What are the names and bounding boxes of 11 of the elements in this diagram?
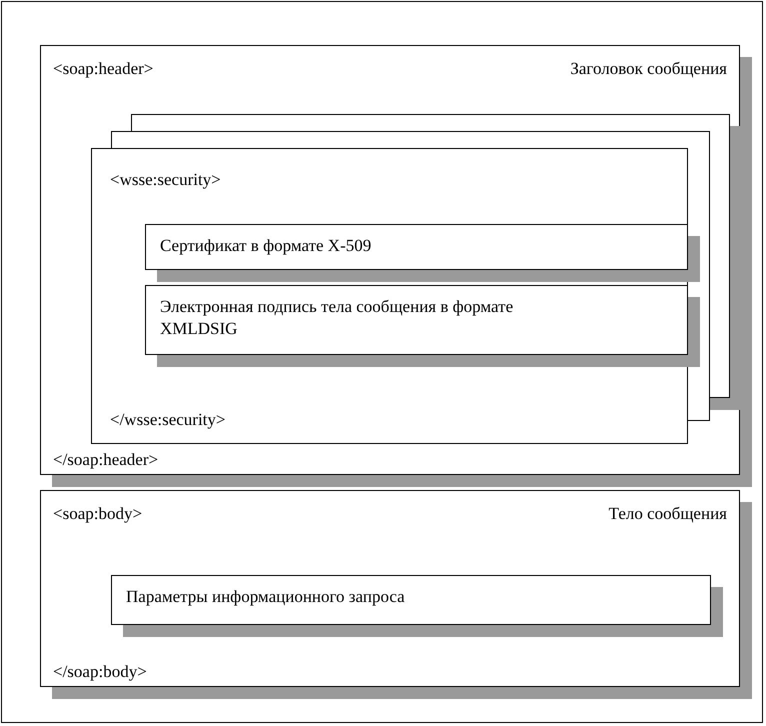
item-text: Параметры информационного запроса [126,586,406,608]
section-title: Тело сообщения [608,503,727,525]
opening-tag: <wsse:security> [110,169,221,192]
closing-tag: </wsse:security> [110,408,226,431]
section-title: Заголовок сообщения [570,58,727,80]
item-text: Электронная подпись тела сообщения в формате XMLDSIG [160,296,514,340]
item-text: Сертификат в формате X-509 [160,235,372,257]
closing-tag: </soap:header> [53,448,158,471]
opening-tag: <soap:body> [53,503,142,526]
closing-tag: </soap:body> [53,660,147,683]
opening-tag: <soap:header> [53,58,154,80]
